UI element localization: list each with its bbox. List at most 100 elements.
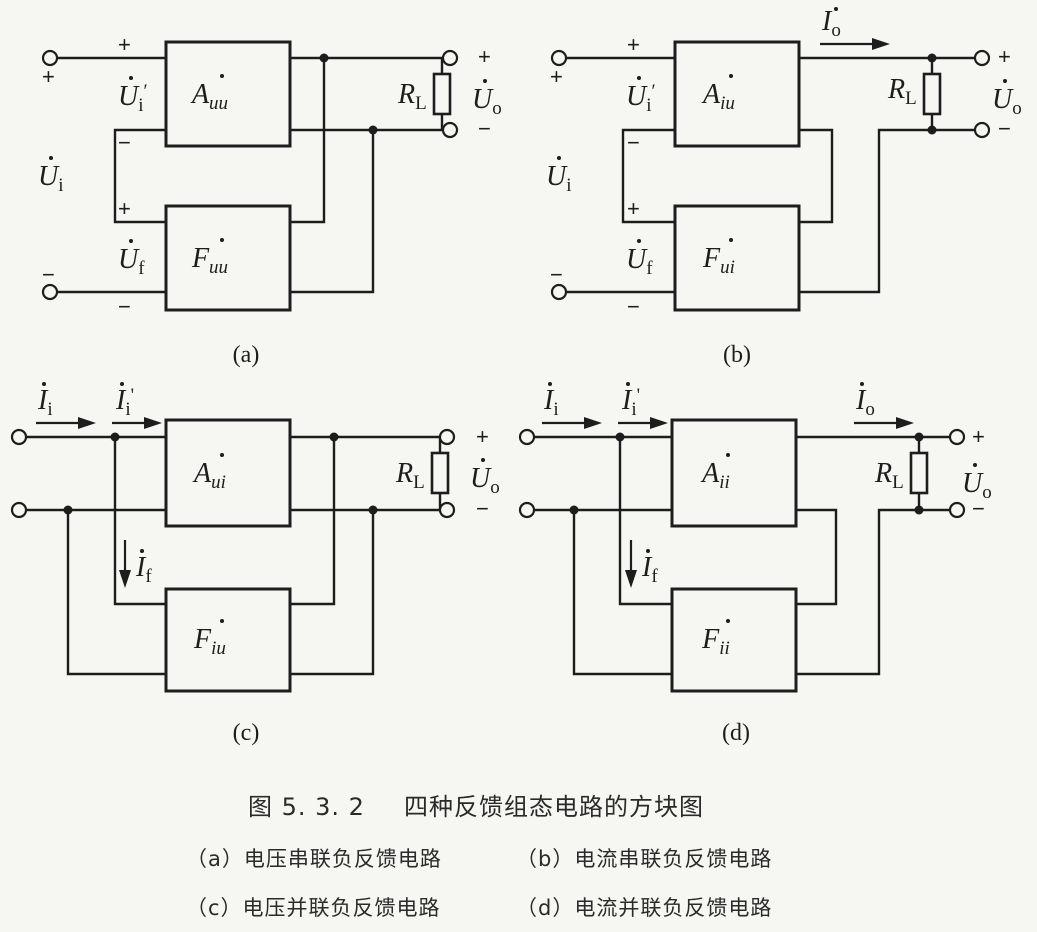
output-voltage-label-d: Uo [962, 468, 992, 503]
input-terminal [518, 428, 536, 446]
feedback-label-d: Fii [701, 624, 730, 659]
dot-accents [42, 382, 485, 623]
svg-text:+: + [42, 64, 55, 89]
svg-text:−: − [627, 294, 640, 319]
input-voltage-label-a: Ui [38, 161, 64, 196]
feedback-voltage-label-a: Uf [118, 244, 145, 279]
input-terminal [518, 501, 536, 519]
junction-dot [569, 505, 579, 515]
input-terminal [10, 428, 28, 446]
junction-dot [368, 505, 378, 515]
load-resistor-d [909, 451, 929, 495]
svg-text:+: + [972, 424, 985, 449]
figure-title: 四种反馈组态电路的方块图 [404, 793, 704, 821]
output-current-arrow-b [820, 38, 890, 50]
amplifier-block-c [164, 418, 292, 528]
feedback-current-arrow-d [625, 540, 637, 588]
svg-text:−: − [476, 496, 489, 521]
input-terminal [41, 49, 59, 67]
input-current-arrow-c [36, 417, 96, 429]
junction-dot [319, 53, 329, 63]
svg-text:−: − [998, 116, 1011, 141]
junction-dot [329, 432, 339, 442]
output-current-arrow-d [854, 417, 914, 429]
caption-b: （b）电流串联负反馈电路 [516, 847, 772, 871]
panel-tag-d: (d) [722, 720, 750, 746]
net-input-current-arrow-d [618, 417, 668, 429]
net-input-voltage-label-a: Ui′ [118, 81, 148, 116]
dot-accents [548, 382, 977, 623]
wires-b [566, 56, 975, 294]
junction-dot [927, 125, 937, 135]
amplifier-label-b: Aiu [701, 79, 735, 114]
amplifier-label-c: Aui [192, 458, 226, 493]
feedback-block-c [164, 587, 292, 693]
input-current-label-c: Ii [37, 385, 53, 420]
dot-accents [49, 74, 487, 243]
amplifier-block-a [164, 40, 292, 148]
input-current-arrow-d [542, 417, 602, 429]
svg-text:+: + [627, 32, 640, 57]
output-current-label-b: Io [821, 6, 841, 41]
feedback-current-label-d: If [641, 552, 658, 587]
feedback-block-a [164, 204, 292, 312]
dot-accents [557, 7, 1007, 243]
figure-caption: 图 5. 3. 2 四种反馈组态电路的方块图 （a）电压串联负反馈电路 （b）电… [186, 793, 772, 920]
panel-d: Ii Ii' If Io Aii Fii RL Uo + − (d) [518, 382, 992, 746]
junction-dot [110, 432, 120, 442]
feedback-label-b: Fui [702, 243, 735, 278]
panel-tag-c: (c) [233, 720, 260, 746]
input-terminal [550, 283, 568, 301]
output-voltage-label-c: Uo [470, 463, 500, 498]
wires-d [534, 435, 950, 676]
net-input-current-arrow-c [112, 417, 162, 429]
panel-c: Ii Ii' If Aui Fiu RL Uo + − (c) [10, 382, 500, 746]
caption-d: （d）电流并联负反馈电路 [516, 896, 772, 920]
input-current-label-d: Ii [543, 385, 559, 420]
input-voltage-label-b: Ui [546, 161, 572, 196]
svg-text:+: + [550, 64, 563, 89]
junction-dot [914, 432, 924, 442]
svg-text:+: + [118, 196, 131, 221]
feedback-block-d [670, 587, 798, 693]
amplifier-block-b [673, 40, 801, 148]
figure-number: 图 5. 3. 2 [248, 793, 365, 821]
output-terminal [441, 121, 459, 139]
load-resistor-a [432, 72, 452, 116]
svg-text:+: + [627, 196, 640, 221]
output-terminal [948, 501, 966, 519]
load-label-b: RL [887, 74, 917, 109]
output-terminal [948, 428, 966, 446]
caption-a: （a）电压串联负反馈电路 [186, 847, 442, 871]
feedback-current-label-c: If [135, 552, 152, 587]
net-input-current-label-d: Ii' [621, 385, 640, 420]
svg-text:−: − [478, 116, 491, 141]
load-label-d: RL [874, 458, 904, 493]
load-label-a: RL [397, 79, 427, 114]
junction-dot [368, 125, 378, 135]
svg-text:−: − [550, 262, 563, 287]
load-resistor-b [922, 72, 942, 116]
input-terminal [10, 501, 28, 519]
output-terminal [438, 501, 456, 519]
svg-text:+: + [118, 32, 131, 57]
output-terminal [973, 121, 991, 139]
load-resistor-c [430, 451, 450, 495]
input-terminal [41, 283, 59, 301]
caption-c: （c）电压并联负反馈电路 [186, 896, 441, 920]
net-input-current-label-c: Ii' [115, 385, 134, 420]
net-input-voltage-label-b: Ui′ [626, 81, 656, 116]
output-terminal [441, 49, 459, 67]
svg-text:−: − [42, 262, 55, 287]
svg-text:−: − [972, 496, 985, 521]
panel-a: Auu Fuu RL Uo Ui′ Ui Uf + − + − + − + − … [38, 32, 502, 368]
svg-text:+: + [998, 44, 1011, 69]
junction-dot [615, 432, 625, 442]
panel-tag-b: (b) [723, 342, 751, 368]
wires-a [58, 56, 444, 294]
amplifier-block-d [670, 418, 798, 528]
junction-dot [927, 53, 937, 63]
load-label-c: RL [395, 458, 425, 493]
panel-tag-a: (a) [233, 342, 260, 368]
